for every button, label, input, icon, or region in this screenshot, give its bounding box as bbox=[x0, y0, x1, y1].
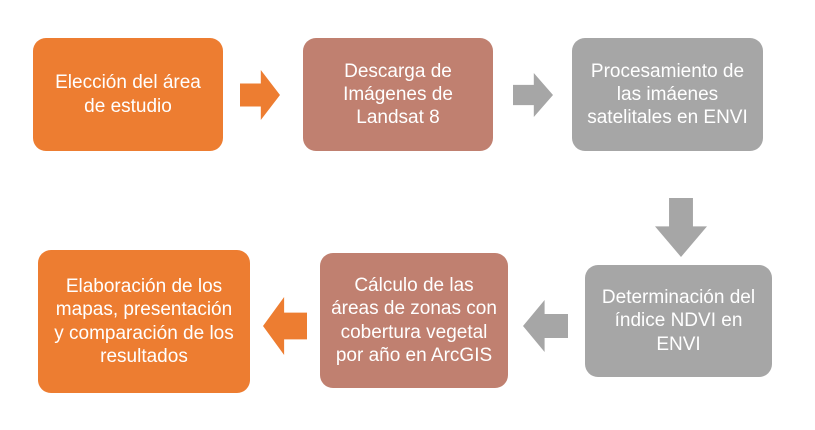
step-3-label: Procesamiento de las imáenes satelitales… bbox=[587, 60, 748, 129]
step-4-box-determinacion-ndvi: Determinación del índice NDVI en ENVI bbox=[585, 265, 772, 377]
step-1-label: Elección del área de estudio bbox=[55, 72, 201, 117]
step-1-box-eleccion-area: Elección del área de estudio bbox=[33, 38, 223, 151]
flow-arrow-5-left-icon bbox=[263, 297, 307, 355]
step-2-box-descarga-imagenes: Descarga de Imágenes de Landsat 8 bbox=[303, 38, 493, 151]
flow-arrow-4-left-icon bbox=[523, 300, 568, 352]
step-6-box-elaboracion-mapas: Elaboración de los mapas, presentación y… bbox=[38, 250, 250, 393]
flow-arrow-3-down-icon bbox=[655, 198, 707, 257]
step-3-box-procesamiento-envi: Procesamiento de las imáenes satelitales… bbox=[572, 38, 763, 151]
flow-arrow-1-right-icon bbox=[240, 70, 280, 120]
step-2-label: Descarga de Imágenes de Landsat 8 bbox=[343, 60, 453, 129]
step-6-label: Elaboración de los mapas, presentación y… bbox=[54, 276, 234, 367]
step-5-box-calculo-areas-arcgis: Cálculo de las áreas de zonas con cobert… bbox=[320, 253, 508, 388]
step-4-label: Determinación del índice NDVI en ENVI bbox=[601, 287, 756, 355]
flow-arrow-2-right-icon bbox=[513, 73, 553, 117]
step-5-label: Cálculo de las áreas de zonas con cobert… bbox=[331, 275, 497, 366]
